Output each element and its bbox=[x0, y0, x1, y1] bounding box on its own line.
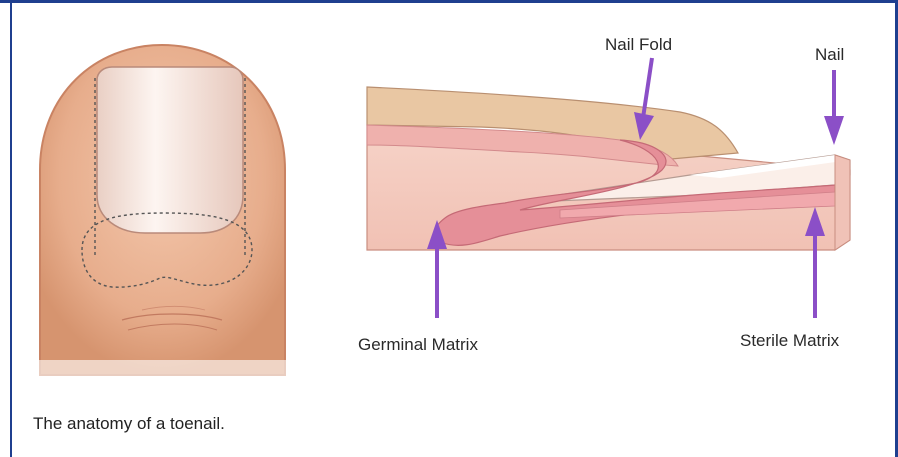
nail-label: Nail bbox=[815, 45, 844, 64]
nail-arrow bbox=[824, 70, 844, 145]
toe-nail bbox=[97, 67, 243, 233]
nail-fold-label: Nail Fold bbox=[605, 35, 672, 54]
sterile-matrix-label: Sterile Matrix bbox=[740, 331, 840, 350]
toenail-anatomy-illustration: Nail Fold Nail Germinal Matrix Sterile M… bbox=[0, 0, 898, 400]
nail-cross-section bbox=[367, 87, 850, 250]
germinal-matrix-label: Germinal Matrix bbox=[358, 335, 478, 354]
figure-caption: The anatomy of a toenail. bbox=[33, 414, 225, 434]
toe-fade bbox=[38, 360, 288, 380]
section-end-face bbox=[835, 155, 850, 250]
toe-illustration bbox=[38, 45, 288, 380]
